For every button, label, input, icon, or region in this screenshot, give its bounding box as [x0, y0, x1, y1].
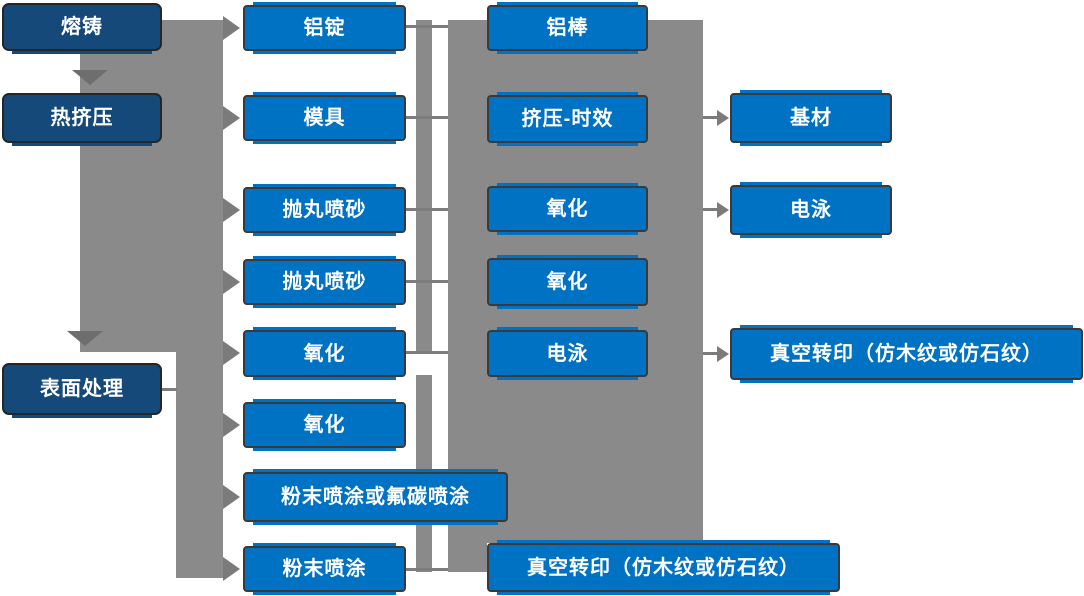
arrow-to-oxidation-b	[223, 413, 240, 437]
arrow-to-shot-blast-2	[223, 270, 240, 294]
arrow-down-to-surface-treatment	[67, 331, 103, 346]
node-vacuum-transfer-bottom: 真空转印（仿木纹或仿石纹）	[487, 543, 840, 592]
flow-band-right-foot	[448, 543, 487, 572]
connector-mold	[405, 116, 448, 119]
arrow-down-to-hot-extrusion	[72, 70, 108, 85]
arrow-to-oxidation-a	[223, 341, 240, 365]
node-vacuum-transfer-right: 真空转印（仿木纹或仿石纹）	[730, 328, 1083, 380]
arrow-line-to-electrophoresis	[703, 208, 723, 211]
arrow-to-shot-blast-1	[223, 198, 240, 222]
node-aluminum-ingot: 铝锭	[243, 5, 406, 51]
node-oxidation-b: 氧化	[243, 402, 406, 448]
node-aluminum-rod: 铝棒	[487, 5, 648, 51]
flow-bar-mid-upper	[416, 20, 432, 354]
arrow-to-powder-coating	[223, 557, 240, 581]
connector-surface-treatment	[162, 388, 177, 391]
connector-aluminum-ingot	[405, 25, 448, 28]
node-base-material: 基材	[730, 93, 892, 143]
node-powder-coating: 粉末喷涂	[243, 546, 406, 592]
node-hot-extrusion: 热挤压	[2, 93, 162, 143]
node-melt-casting: 熔铸	[2, 3, 162, 51]
arrow-to-aluminum-ingot	[223, 16, 240, 40]
connector-shot-blast-2	[405, 280, 448, 283]
node-electrophoresis-b: 电泳	[730, 185, 892, 235]
node-oxidation-a: 氧化	[243, 330, 406, 377]
node-powder-or-fluorocarbon: 粉末喷涂或氟碳喷涂	[243, 472, 508, 522]
connector-shot-blast-1	[405, 208, 448, 211]
arrow-to-vacuum-transfer	[717, 346, 729, 362]
arrow-to-powder-or-fluorocarbon	[223, 485, 240, 509]
node-oxidation-c: 氧化	[487, 186, 648, 232]
node-surface-treatment: 表面处理	[2, 363, 162, 415]
node-extrusion-aging: 挤压-时效	[487, 95, 648, 143]
arrow-to-electrophoresis	[717, 202, 729, 218]
arrow-to-mold	[223, 106, 240, 130]
node-mold: 模具	[243, 95, 406, 141]
arrow-line-to-vacuum-transfer	[703, 352, 723, 355]
node-shot-blast-1: 抛丸喷砂	[243, 187, 406, 233]
node-electrophoresis-a: 电泳	[487, 330, 648, 377]
node-oxidation-d: 氧化	[487, 258, 648, 306]
arrow-line-to-base-material	[703, 116, 723, 119]
flow-band-surface-treatment	[176, 352, 223, 578]
connector-powder-coating	[405, 568, 448, 571]
connector-oxidation-a	[405, 351, 448, 354]
arrow-to-base-material	[717, 110, 729, 126]
node-shot-blast-2: 抛丸喷砂	[243, 259, 406, 305]
